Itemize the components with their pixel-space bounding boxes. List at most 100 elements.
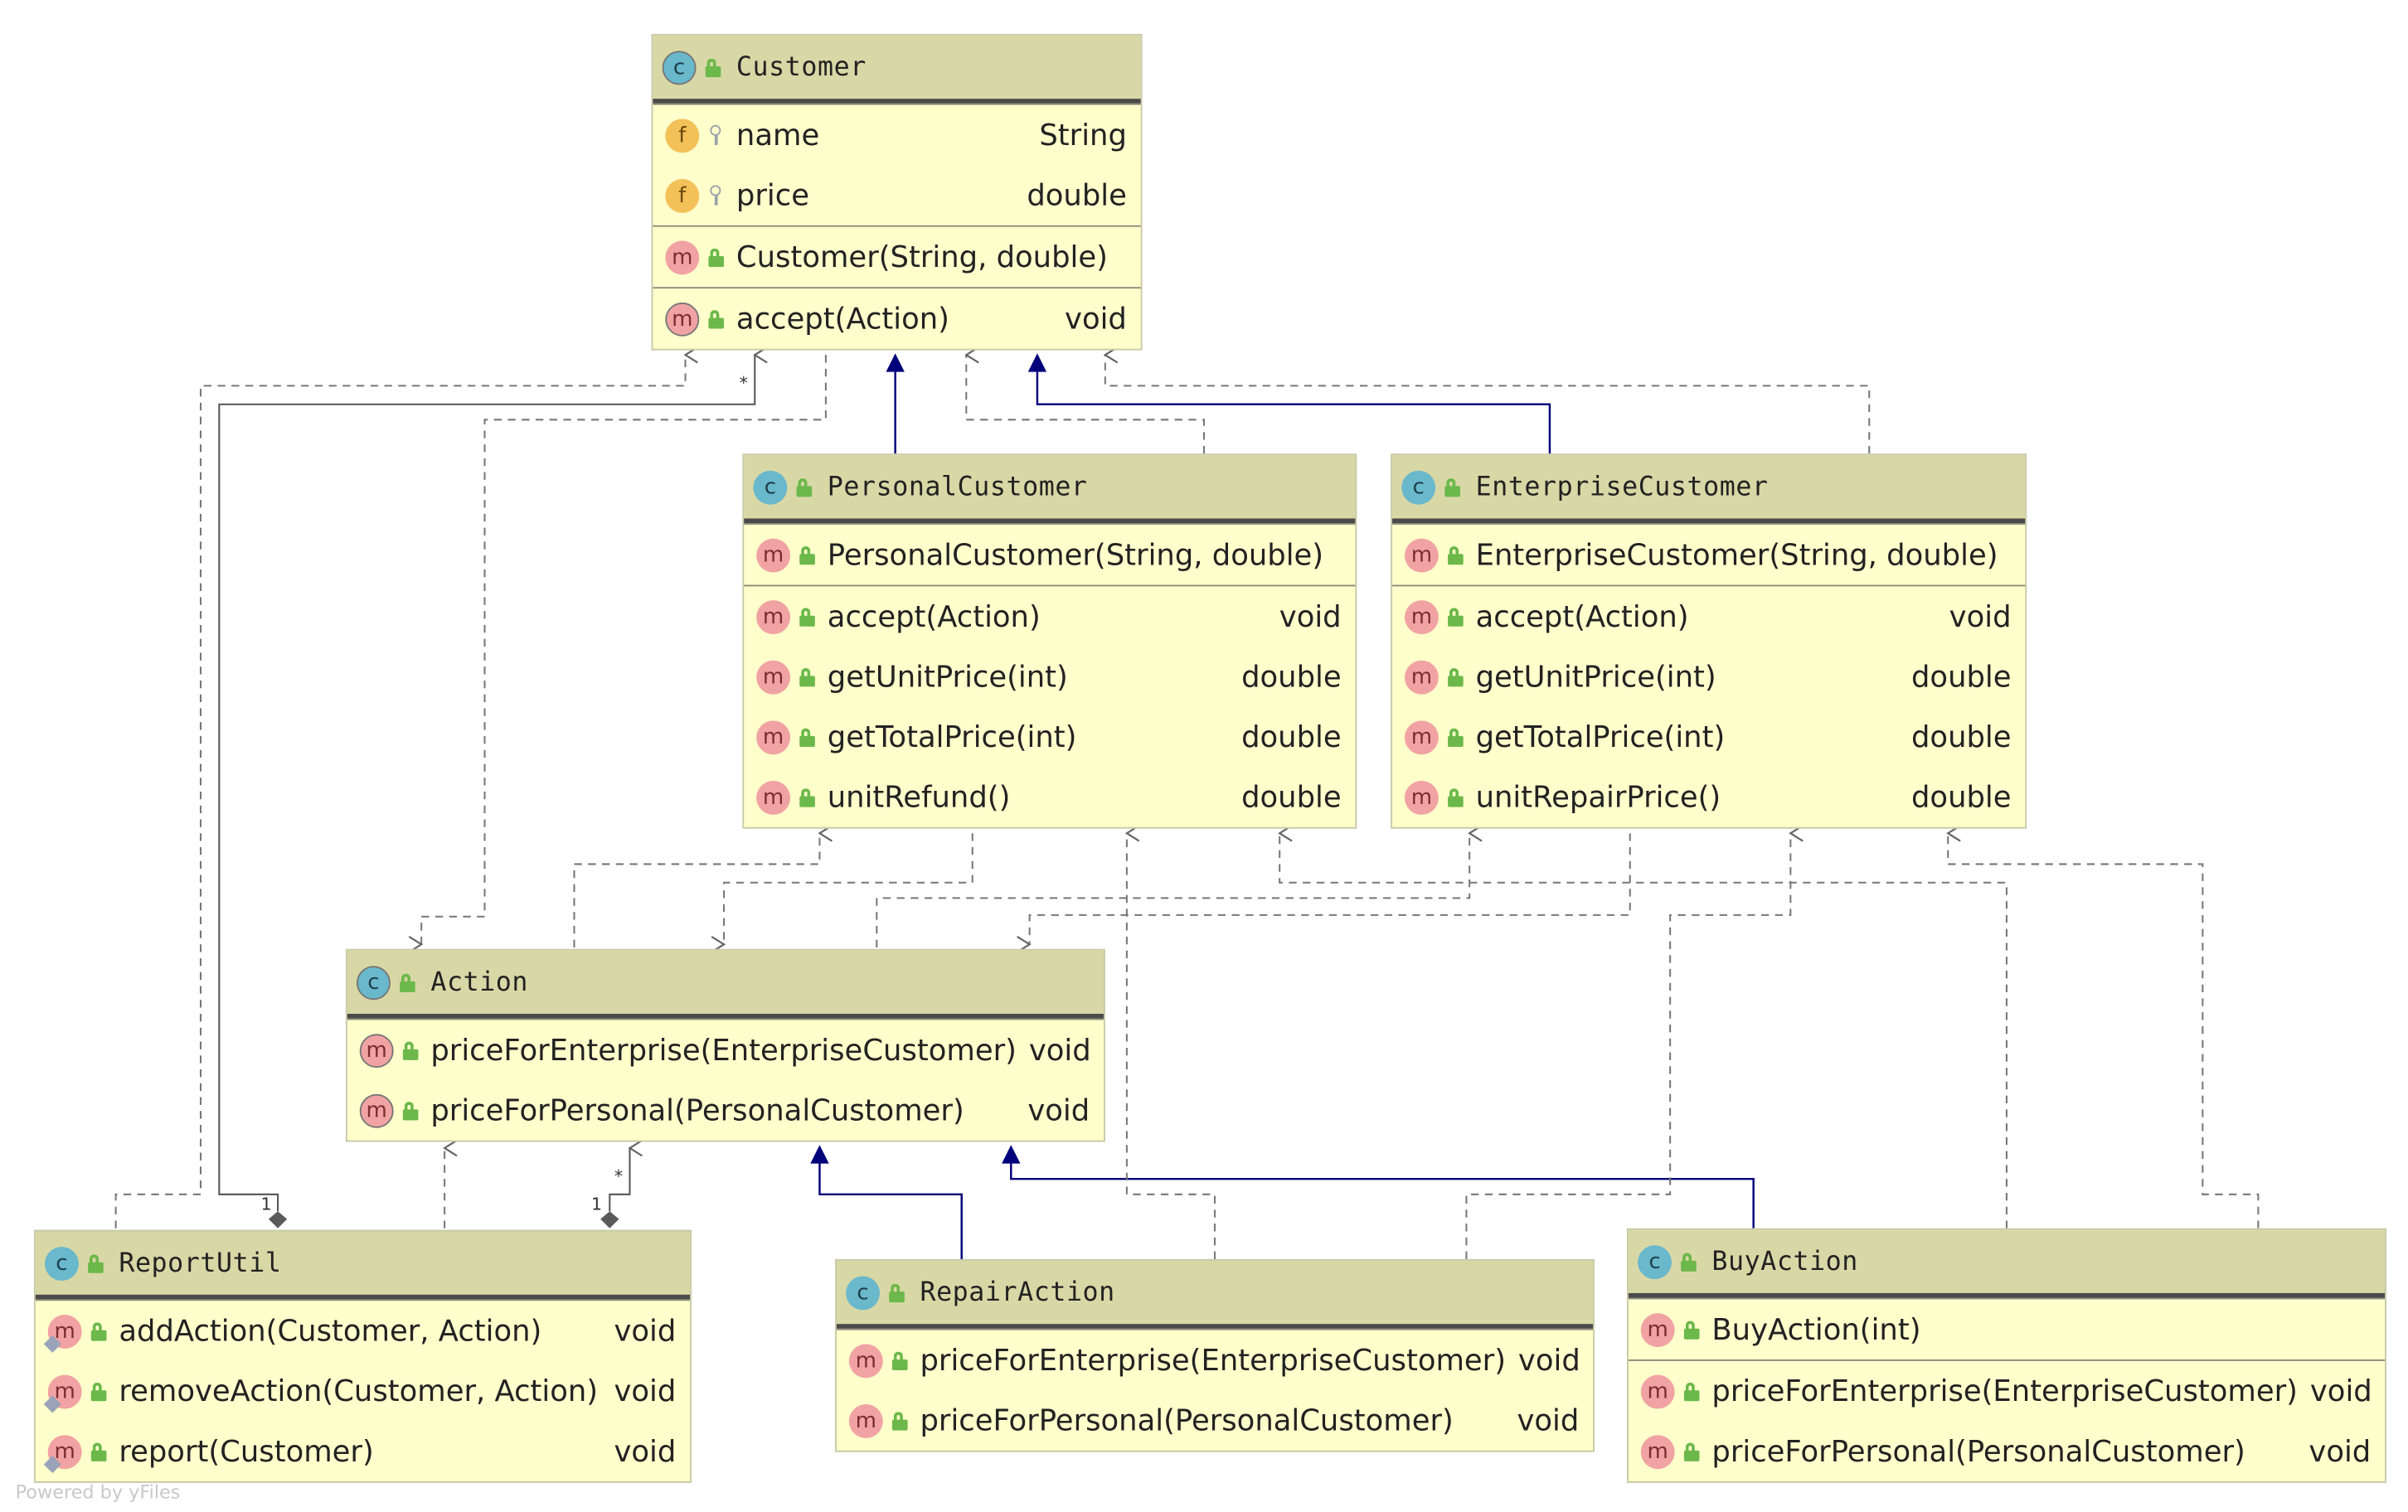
member-label: unitRefund() bbox=[827, 779, 1011, 814]
public-lock-icon bbox=[708, 247, 725, 267]
member-type: double bbox=[1241, 779, 1342, 814]
method-badge-icon: m bbox=[1404, 720, 1439, 754]
dependency-personal-action bbox=[724, 833, 973, 944]
static-marker-icon bbox=[43, 1334, 61, 1352]
member-type: void bbox=[2308, 1434, 2372, 1469]
member-label: getUnitPrice(int) bbox=[1475, 659, 1716, 694]
dependency-buy-enterprise bbox=[1948, 833, 2260, 1228]
member-type: double bbox=[1241, 720, 1342, 754]
public-lock-icon bbox=[1448, 788, 1464, 807]
multiplicity-one: 1 bbox=[591, 1194, 602, 1214]
method-badge-icon: m bbox=[1404, 599, 1439, 634]
member-label: priceForEnterprise(EnterpriseCustomer) bbox=[1711, 1374, 2298, 1408]
generalization-repair-action bbox=[818, 1160, 963, 1259]
dependency-enterprise-customer bbox=[1105, 355, 1871, 454]
method-badge-icon: m bbox=[43, 1374, 82, 1413]
member-label: priceForPersonal(PersonalCustomer) bbox=[1711, 1434, 2245, 1469]
method-row[interactable]: m accept(Action) void bbox=[1392, 586, 2025, 647]
public-lock-icon bbox=[1448, 607, 1464, 626]
class-name: Customer bbox=[736, 51, 867, 83]
method-badge-icon: m bbox=[756, 720, 791, 754]
class-name: EnterpriseCustomer bbox=[1475, 471, 1769, 502]
member-type: void bbox=[1027, 1093, 1090, 1127]
public-lock-icon bbox=[1683, 1442, 1700, 1461]
public-lock-icon bbox=[1448, 727, 1464, 747]
member-type: void bbox=[614, 1374, 677, 1408]
method-badge-icon: m bbox=[359, 1033, 394, 1068]
public-lock-icon bbox=[90, 1321, 107, 1340]
member-label: Customer(String, double) bbox=[736, 240, 1108, 274]
generalization-enterprise-customer bbox=[1036, 370, 1551, 454]
class-badge-icon: c bbox=[1638, 1244, 1672, 1279]
member-label: accept(Action) bbox=[1475, 599, 1689, 634]
member-label: getTotalPrice(int) bbox=[1475, 720, 1726, 754]
class-badge-icon: c bbox=[357, 965, 391, 1000]
member-label: getUnitPrice(int) bbox=[827, 659, 1068, 694]
generalization-arrowhead bbox=[810, 1145, 829, 1164]
class-badge-icon: c bbox=[662, 50, 697, 85]
member-type: void bbox=[2309, 1374, 2372, 1408]
method-badge-icon: m bbox=[359, 1093, 394, 1127]
dependency-customer-action bbox=[421, 355, 827, 944]
method-row[interactable]: m getTotalPrice(int) double bbox=[744, 707, 1355, 768]
member-type: void bbox=[614, 1314, 677, 1349]
method-badge-icon: m bbox=[756, 659, 791, 694]
composition-diamond bbox=[268, 1211, 288, 1228]
public-lock-icon bbox=[705, 57, 721, 77]
member-label: getTotalPrice(int) bbox=[827, 720, 1077, 754]
member-label: name bbox=[736, 118, 820, 153]
method-badge-icon: m bbox=[665, 301, 700, 336]
member-type: void bbox=[1949, 599, 2012, 634]
static-marker-icon bbox=[43, 1455, 61, 1473]
member-type: void bbox=[1517, 1343, 1580, 1378]
dependency-action-enterprise bbox=[876, 833, 1469, 947]
member-label: priceForEnterprise(EnterpriseCustomer) bbox=[920, 1343, 1507, 1378]
member-label: accept(Action) bbox=[736, 301, 949, 336]
public-lock-icon bbox=[891, 1350, 908, 1370]
public-lock-icon bbox=[400, 972, 415, 992]
member-label: unitRepairPrice() bbox=[1475, 779, 1721, 814]
private-key-icon bbox=[708, 184, 724, 206]
public-lock-icon bbox=[799, 667, 815, 686]
dependency-enterprise-action bbox=[1030, 833, 1631, 944]
method-badge-icon: m bbox=[43, 1314, 82, 1352]
public-lock-icon bbox=[90, 1442, 107, 1461]
method-row[interactable]: m getUnitPrice(int) double bbox=[744, 647, 1355, 707]
member-type: double bbox=[1241, 659, 1342, 694]
